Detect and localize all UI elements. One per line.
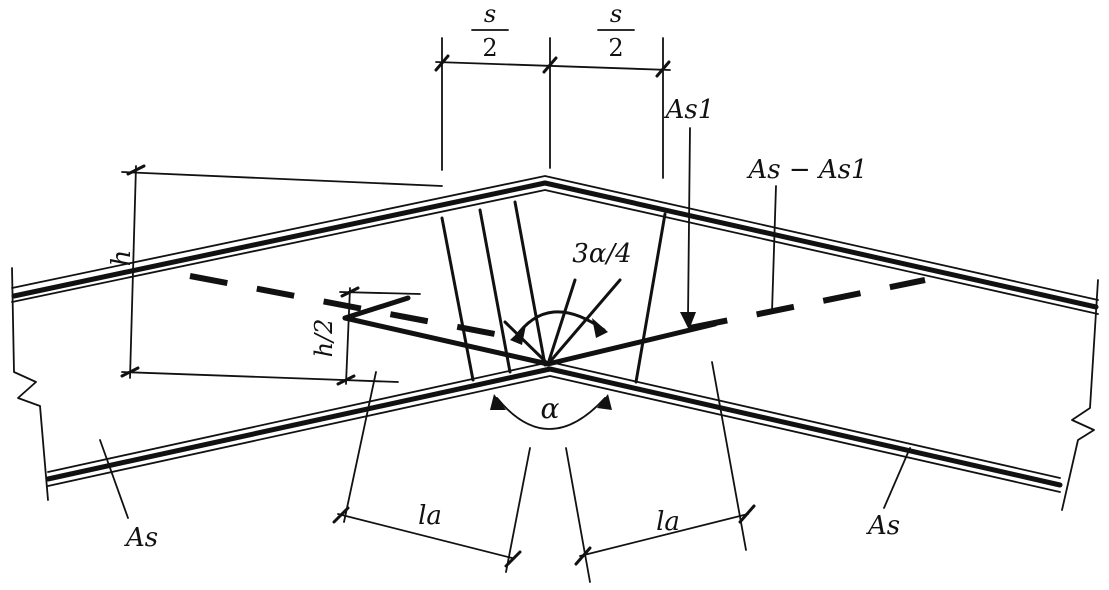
leader-lines bbox=[99, 127, 911, 519]
inclined-bar-left bbox=[342, 315, 551, 367]
h-half-ext-top bbox=[339, 291, 421, 295]
label-h-half: h/2 bbox=[310, 319, 338, 358]
leader-As1 bbox=[687, 127, 691, 319]
la-right-dim bbox=[579, 513, 749, 557]
la-left-ext-1 bbox=[343, 371, 377, 523]
label-la-left: la bbox=[418, 501, 442, 531]
la-left-tick-2 bbox=[504, 550, 522, 568]
h-dim-line bbox=[129, 165, 137, 379]
stirrup-1 bbox=[440, 216, 475, 382]
top-dimension bbox=[434, 29, 671, 179]
angle-alpha-arrow-left bbox=[490, 394, 506, 410]
h-ext-bottom bbox=[121, 371, 399, 383]
inclined-bar-left-tail bbox=[342, 295, 411, 321]
la-dimensions bbox=[332, 361, 756, 583]
label-As-minus-As1: As − As1 bbox=[746, 155, 867, 185]
h-half-tick-bottom bbox=[336, 374, 356, 386]
h-tick-top bbox=[126, 164, 146, 176]
la-right-tick-1 bbox=[574, 546, 592, 566]
la-left-ext-2 bbox=[505, 447, 531, 573]
fan-bar-1 bbox=[503, 320, 550, 366]
stirrup-3 bbox=[513, 200, 547, 367]
beam-top-face-inner bbox=[11, 189, 1099, 315]
angle-3a4-arrow-left bbox=[510, 325, 526, 345]
la-right-tick-2 bbox=[738, 504, 756, 524]
label-s-left: s bbox=[484, 0, 496, 28]
beam-bottom-face-inner bbox=[47, 375, 1061, 493]
angle-alpha-arrow-right bbox=[597, 394, 612, 410]
beam-top-face-outer bbox=[11, 175, 1099, 301]
right-break-line bbox=[1061, 279, 1099, 511]
main-rebars bbox=[11, 180, 1099, 488]
bottom-bar-right bbox=[547, 366, 1063, 488]
leader-As-right bbox=[883, 447, 911, 509]
leader-As-left bbox=[99, 439, 129, 519]
la-right-ext-1 bbox=[565, 447, 591, 583]
la-left-dim bbox=[337, 513, 513, 559]
label-alpha: α bbox=[541, 392, 560, 425]
stirrups bbox=[440, 200, 667, 384]
label-h: h bbox=[107, 250, 137, 267]
la-left-tick-1 bbox=[332, 506, 350, 524]
angle-alpha-arc bbox=[496, 397, 606, 430]
label-As-right: As bbox=[866, 511, 900, 541]
top-bar-left bbox=[11, 180, 548, 299]
fan-bar-3 bbox=[546, 278, 622, 366]
tick-right bbox=[655, 60, 671, 78]
dashed-bar-left bbox=[189, 273, 501, 338]
label-As-left: As bbox=[124, 523, 158, 553]
label-la-right: la bbox=[656, 507, 680, 537]
angle-marks bbox=[490, 310, 612, 430]
fan-bar-2 bbox=[546, 278, 577, 366]
label-2-right: 2 bbox=[608, 34, 623, 62]
inclined-bar-right bbox=[545, 321, 718, 367]
la-right-ext-2 bbox=[711, 361, 747, 551]
h-half-dim-line bbox=[345, 287, 351, 385]
stirrup-2 bbox=[478, 208, 512, 374]
h-half-tick-top bbox=[340, 286, 360, 298]
tick-left bbox=[434, 54, 450, 72]
top-bar-right bbox=[542, 180, 1099, 310]
h-dimension bbox=[120, 164, 443, 383]
h-tick-bottom bbox=[120, 366, 140, 378]
angle-3a4-arrow-right bbox=[592, 318, 608, 338]
leader-As1-arrow bbox=[680, 312, 696, 330]
h-ext-top bbox=[121, 171, 443, 187]
leader-As-minus-As1 bbox=[771, 185, 777, 313]
bottom-bar-left bbox=[45, 366, 553, 482]
left-break-line bbox=[11, 267, 49, 501]
label-s-right: s bbox=[610, 0, 622, 28]
dim-line-top bbox=[435, 61, 671, 71]
tick-center bbox=[542, 56, 558, 74]
inclined-bars bbox=[342, 278, 718, 367]
label-2-left: 2 bbox=[482, 34, 497, 62]
stirrup-4 bbox=[634, 212, 667, 384]
dashed-bars bbox=[189, 273, 926, 338]
label-3a4: 3α/4 bbox=[572, 239, 631, 269]
dashed-bar-right bbox=[689, 277, 926, 331]
h-half-dimension bbox=[336, 286, 421, 386]
label-As1: As1 bbox=[664, 95, 715, 125]
